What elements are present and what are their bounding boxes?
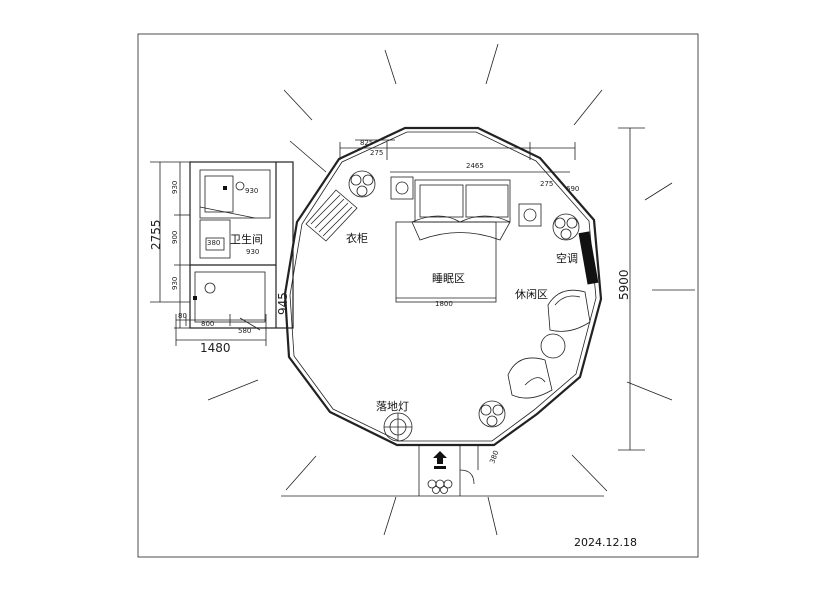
bathroom-horizontal-dims <box>175 314 267 346</box>
sleeping-area-label: 睡眠区 <box>432 272 465 285</box>
bath-seg-mid: 900 <box>171 231 179 244</box>
door-width-label: 380 <box>488 449 500 464</box>
bathroom-total-height: 2755 <box>149 219 163 250</box>
radial-guides <box>207 43 695 536</box>
bath-seg-upper: 930 <box>171 181 179 194</box>
bath-inner-380: 380 <box>207 239 220 247</box>
wardrobe-label: 衣柜 <box>346 231 368 245</box>
plant-bottom <box>478 400 506 428</box>
top-left: 275 <box>370 149 383 157</box>
plant-right <box>552 213 580 241</box>
bathroom-block <box>189 161 294 331</box>
air-conditioner-unit <box>578 231 599 285</box>
bath-left-offset: 80 <box>178 312 187 320</box>
top-right: 275 <box>540 180 553 188</box>
bath-inner-width: 800 <box>201 320 214 328</box>
bed <box>395 179 511 303</box>
bathroom-label: 卫生间 <box>230 232 263 246</box>
lounge-area-label: 休闲区 <box>515 287 548 301</box>
nightstand-right <box>518 203 542 227</box>
entrance <box>418 445 475 496</box>
bath-right-width: 580 <box>238 327 251 335</box>
side-table <box>540 333 566 359</box>
plant-top-left <box>348 170 376 198</box>
floor-lamp-label: 落地灯 <box>376 400 409 413</box>
overall-height-dimension <box>618 127 645 451</box>
bed-width-label: 1800 <box>435 300 453 308</box>
drawing-date: 2024.12.18 <box>574 536 637 549</box>
top-span: 2465 <box>466 162 484 170</box>
tent-outline <box>283 126 603 447</box>
floor-lamp <box>383 412 413 442</box>
armchair-upper <box>547 289 591 332</box>
bath-inner-930-b: 930 <box>246 248 259 256</box>
bath-inner-930-a: 930 <box>245 187 258 195</box>
sheet-frame <box>137 33 699 558</box>
top-far-right: 690 <box>566 185 579 193</box>
overall-height-label: 5900 <box>617 269 631 300</box>
bathroom-width: 1480 <box>200 341 231 355</box>
top-far-left: 825 <box>360 139 373 147</box>
top-dimensions <box>339 139 576 173</box>
armchair-lower <box>507 357 553 399</box>
vertical-945: 945 <box>276 292 290 315</box>
bath-seg-lower: 930 <box>171 277 179 290</box>
nightstand-left <box>390 176 414 200</box>
wardrobe <box>305 189 358 242</box>
bathroom-vertical-dims <box>150 161 190 329</box>
air-conditioner-label: 空调 <box>556 251 578 265</box>
